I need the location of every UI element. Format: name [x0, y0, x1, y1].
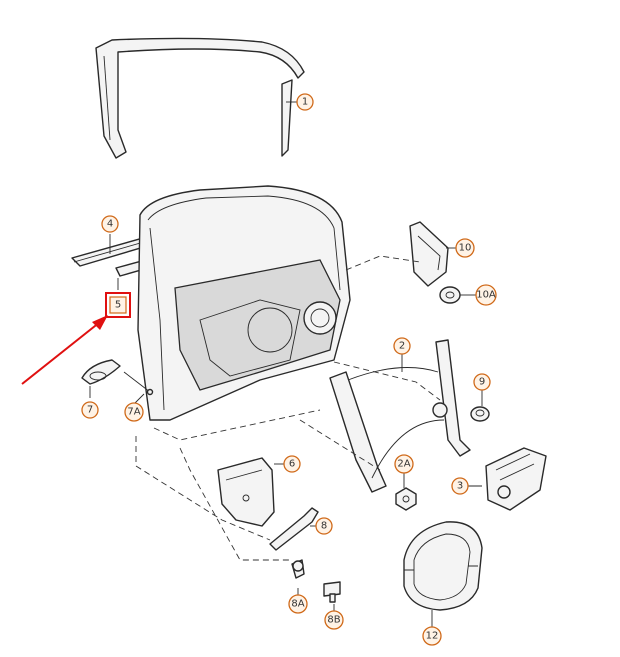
callout-9[interactable]: 9	[473, 373, 491, 391]
svg-text:6: 6	[289, 459, 295, 470]
callout-5[interactable]: 5	[109, 296, 127, 314]
callout-1[interactable]: 1	[296, 93, 314, 111]
svg-text:4: 4	[107, 219, 113, 230]
part-seal-sheet	[217, 457, 275, 527]
red-annotation-arrow	[21, 315, 108, 385]
callout-2a[interactable]: 2A	[394, 454, 414, 474]
svg-text:7: 7	[87, 405, 93, 416]
part-mirror-grommet	[439, 286, 461, 304]
part-door-shell	[137, 185, 351, 421]
part-clip-bracket	[269, 507, 319, 551]
callout-8a[interactable]: 8A	[288, 594, 308, 614]
part-handle-bracket	[81, 359, 121, 385]
svg-text:5: 5	[115, 300, 121, 311]
part-bolt	[323, 581, 341, 603]
callout-10a[interactable]: 10A	[475, 284, 497, 306]
callout-4[interactable]: 4	[101, 215, 119, 233]
callout-7[interactable]: 7	[81, 401, 99, 419]
svg-text:12: 12	[426, 631, 439, 642]
svg-text:2: 2	[399, 341, 405, 352]
part-nut	[395, 487, 417, 511]
callout-8[interactable]: 8	[315, 517, 333, 535]
part-mirror-bracket	[409, 221, 449, 287]
svg-text:8B: 8B	[327, 615, 340, 626]
part-rod	[123, 371, 154, 396]
highlight-box	[105, 292, 131, 318]
part-window-frame-seal	[95, 37, 305, 159]
part-window-regulator	[329, 339, 471, 493]
svg-text:9: 9	[479, 377, 485, 388]
part-grommet	[470, 406, 490, 422]
svg-text:10: 10	[459, 243, 472, 254]
assembly-dashed-lines	[135, 255, 441, 561]
callout-10[interactable]: 10	[455, 238, 475, 258]
part-foam-ring	[403, 521, 483, 611]
callout-2[interactable]: 2	[393, 337, 411, 355]
svg-text:1: 1	[302, 97, 308, 108]
part-window-motor	[485, 447, 547, 511]
svg-text:8A: 8A	[291, 599, 304, 610]
callout-6[interactable]: 6	[283, 455, 301, 473]
callout-12[interactable]: 12	[422, 626, 442, 646]
svg-text:8: 8	[321, 521, 327, 532]
callout-8b[interactable]: 8B	[324, 610, 344, 630]
svg-text:7A: 7A	[127, 407, 140, 418]
svg-text:10A: 10A	[476, 290, 496, 301]
callout-3[interactable]: 3	[451, 477, 469, 495]
callout-7a[interactable]: 7A	[124, 402, 144, 422]
svg-text:3: 3	[457, 481, 463, 492]
svg-text:2A: 2A	[397, 459, 410, 470]
part-clip	[291, 559, 305, 579]
